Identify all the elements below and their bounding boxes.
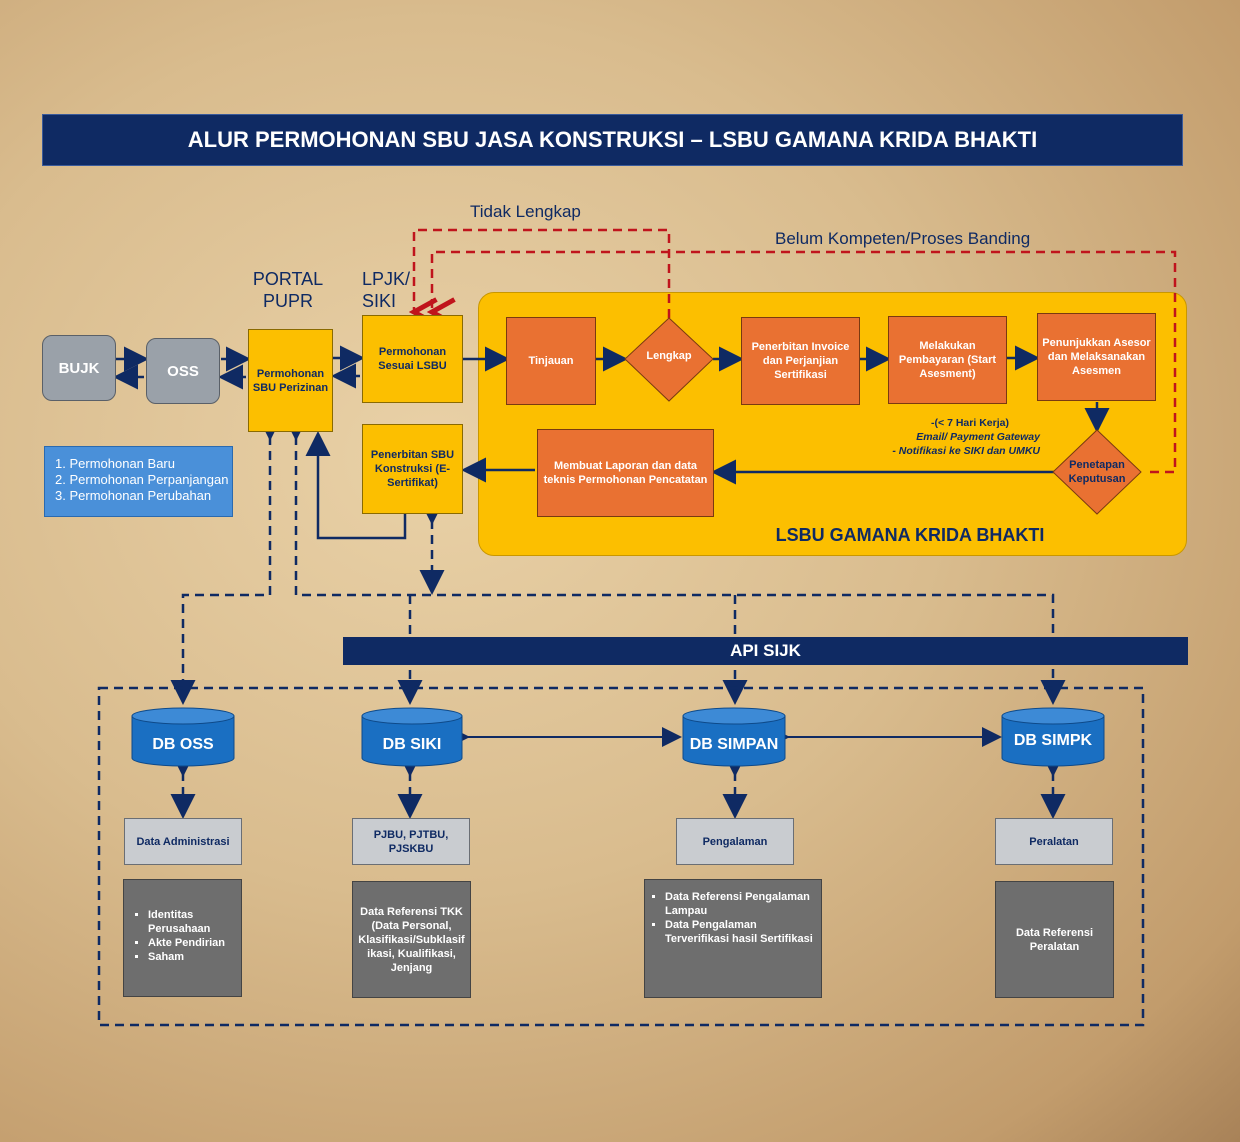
tidak-lengkap-label: Tidak Lengkap	[470, 202, 581, 221]
laporan-node: Membuat Laporan dan data teknis Permohon…	[537, 429, 714, 517]
detail-item: Identitas Perusahaan	[148, 908, 241, 936]
detail-box-siki: Data Referensi TKK (Data Personal, Klasi…	[352, 881, 471, 998]
permohonan-sbu-node: Permohonan SBU Perizinan	[248, 329, 333, 432]
detail-box-simpk: Data Referensi Peralatan	[995, 881, 1114, 998]
oss-node: OSS	[146, 338, 220, 404]
db-simpk-label: DB SIMPK	[1013, 732, 1093, 749]
category-box: PJBU, PJTBU, PJSKBU	[352, 818, 470, 865]
page-title: ALUR PERMOHONAN SBU JASA KONSTRUKSI – LS…	[42, 114, 1183, 166]
detail-item: Data Referensi Pengalaman Lampau	[665, 890, 815, 918]
permohonan-lsbu-node: Permohonan Sesuai LSBU	[362, 315, 463, 403]
belum-kompeten-label: Belum Kompeten/Proses Banding	[775, 229, 1031, 248]
invoice-node: Penerbitan Invoice dan Perjanjian Sertif…	[741, 317, 860, 405]
db-simpan-label: DB SIMPAN	[689, 736, 779, 753]
penerbitan-sbu-node: Penerbitan SBU Konstruksi (E- Sertifikat…	[362, 424, 463, 514]
category-box: Peralatan	[995, 818, 1113, 865]
permohonan-types-list: Permohonan Baru Permohonan Perpanjangan …	[44, 446, 233, 517]
db-simpk-cylinder	[1001, 715, 1105, 767]
timing-notes: -(< 7 Hari Kerja) Email/ Payment Gateway…	[860, 416, 1040, 458]
lengkap-diamond	[624, 317, 714, 402]
detail-box-simpan: Data Referensi Pengalaman Lampau Data Pe…	[644, 879, 822, 998]
note-line: -(< 7 Hari Kerja)	[931, 417, 1009, 429]
lengkap-label: Lengkap	[646, 350, 692, 362]
note-line: Email/ Payment Gateway	[916, 431, 1040, 443]
db-siki-cylinder	[361, 715, 463, 767]
permohonan-type-item: Permohonan Perpanjangan	[55, 472, 232, 488]
detail-item: Akte Pendirian	[148, 936, 241, 950]
lpjk-heading: LPJK/ SIKI	[362, 269, 411, 311]
db-oss-label: DB OSS	[152, 736, 214, 753]
bujk-node: BUJK	[42, 335, 116, 401]
api-sijk-bar: API SIJK	[343, 637, 1188, 665]
permohonan-type-item: Permohonan Perubahan	[55, 488, 232, 504]
keputusan-label: Penetapan Keputusan	[1068, 459, 1126, 485]
asesor-node: Penunjukkan Asesor dan Melaksanakan Ases…	[1037, 313, 1156, 401]
category-box: Data Administrasi	[124, 818, 242, 865]
db-siki-label: DB SIKI	[382, 736, 442, 753]
note-line: - Notifikasi ke SIKI dan UMKU	[892, 445, 1040, 457]
keputusan-diamond	[1052, 429, 1142, 515]
portal-heading: PORTAL PUPR	[252, 269, 324, 311]
tinjauan-node: Tinjauan	[506, 317, 596, 405]
db-oss-cylinder	[131, 715, 235, 767]
detail-item: Saham	[148, 950, 241, 964]
detail-item: Data Pengalaman Terverifikasi hasil Sert…	[665, 918, 815, 946]
db-simpan-cylinder	[682, 715, 786, 767]
pembayaran-node: Melakukan Pembayaran (Start Asesment)	[888, 316, 1007, 404]
detail-box-oss: Identitas Perusahaan Akte Pendirian Saha…	[123, 879, 242, 997]
category-box: Pengalaman	[676, 818, 794, 865]
permohonan-type-item: Permohonan Baru	[55, 456, 232, 472]
